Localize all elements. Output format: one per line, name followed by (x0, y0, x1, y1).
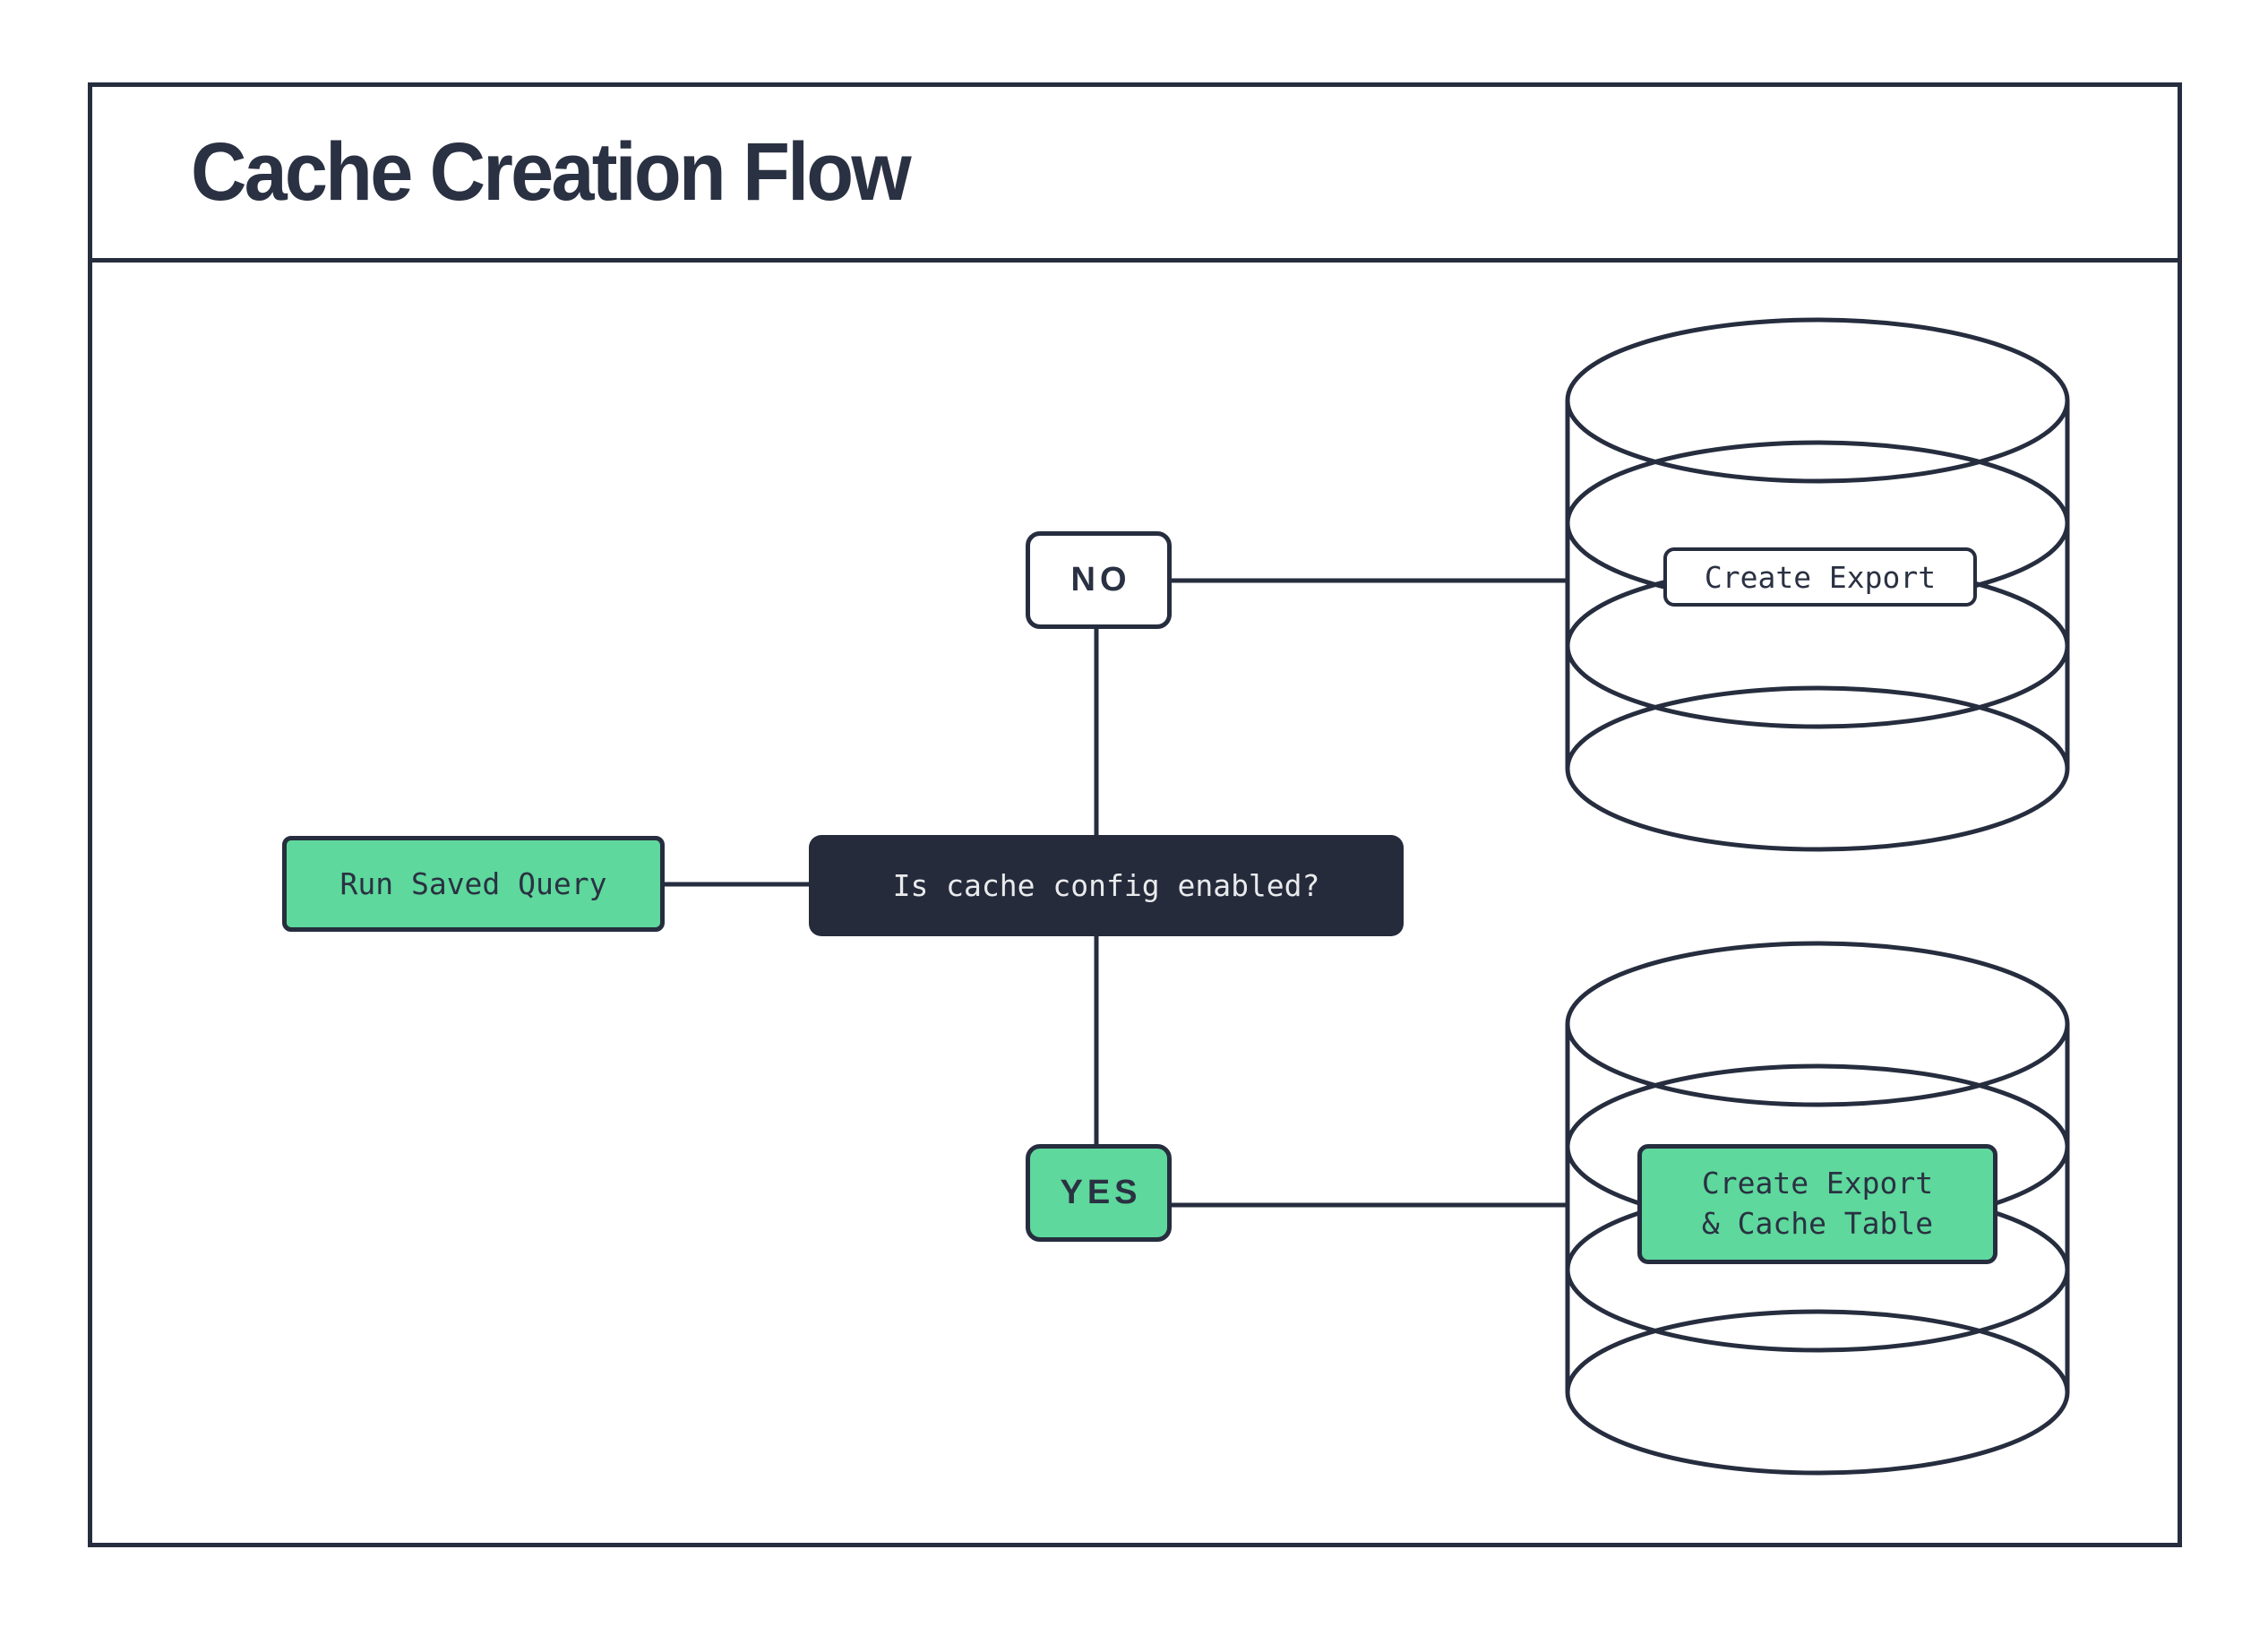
label-create-export-cache-line2: & Cache Table (1701, 1206, 1934, 1241)
node-branch-no: NO (1026, 531, 1172, 629)
label-create-export-cache-line1: Create Export (1701, 1166, 1934, 1201)
diagram-frame: Cache Creation Flow (88, 82, 2182, 1547)
node-decision-cache-config: Is cache config enabled? (809, 835, 1404, 936)
node-run-saved-query: Run Saved Query (282, 836, 665, 932)
page-title: Cache Creation Flow (191, 126, 912, 218)
database-icon (1565, 941, 2070, 1476)
label-create-export-text: Create Export (1704, 559, 1937, 595)
label-create-export-cache-table: Create Export & Cache Table (1637, 1144, 1997, 1264)
node-branch-yes: YES (1026, 1144, 1172, 1242)
label-create-export: Create Export (1663, 547, 1977, 607)
title-bar: Cache Creation Flow (92, 87, 2178, 263)
